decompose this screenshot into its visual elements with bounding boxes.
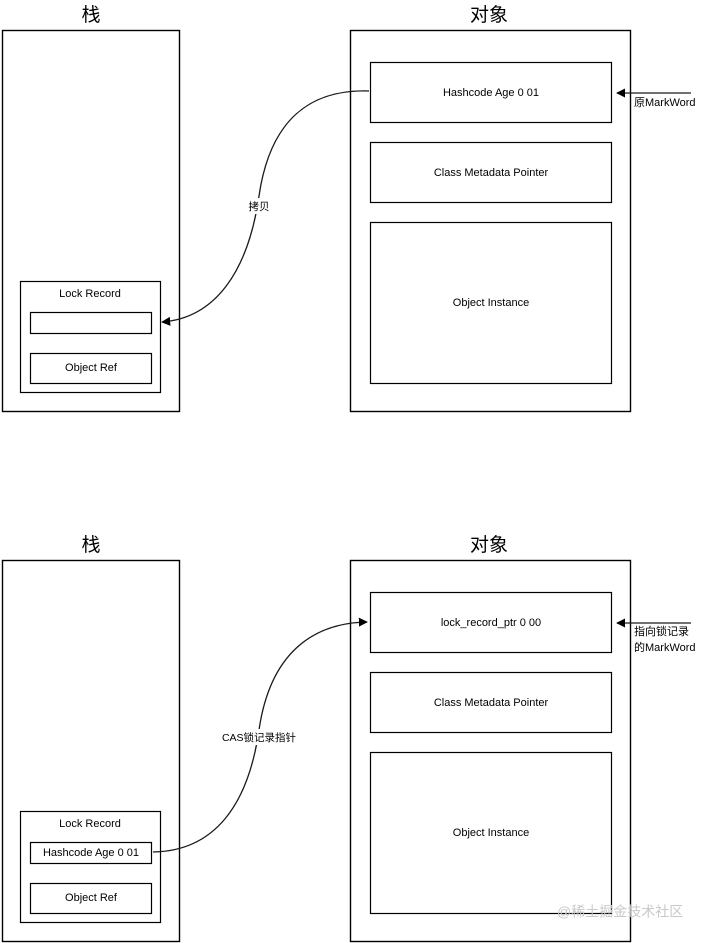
object-ref-label-bottom: Object Ref bbox=[65, 892, 118, 904]
object-ref-box-top bbox=[29, 352, 153, 385]
panel-after-cas: 栈 Lock Record Hashcode Age 0 01 Object R… bbox=[1, 534, 696, 943]
object-ref-label-top: Object Ref bbox=[65, 362, 118, 374]
class-metadata-pointer-box-bottom bbox=[369, 671, 613, 734]
markword-annotation-label-bottom-line1: 指向锁记录 bbox=[634, 624, 689, 638]
object-instance-box-bottom bbox=[369, 751, 613, 915]
lock-record-title-bottom: Lock Record bbox=[59, 818, 121, 830]
object-ref-box-bottom bbox=[29, 882, 153, 915]
markword-value-bottom: lock_record_ptr 0 00 bbox=[441, 617, 541, 629]
displaced-markword-slot-bottom bbox=[29, 841, 153, 865]
object-instance-label-top: Object Instance bbox=[453, 297, 529, 309]
markword-box-bottom bbox=[369, 591, 613, 654]
object-title-top: 对象 bbox=[470, 4, 508, 26]
class-metadata-pointer-label-top: Class Metadata Pointer bbox=[434, 167, 549, 179]
panel-before-cas: 栈 Lock Record Object Ref 对象 Hashcode Age… bbox=[1, 4, 696, 413]
copy-edge-top bbox=[161, 90, 370, 326]
class-metadata-pointer-box-top bbox=[369, 141, 613, 204]
stack-title-top: 栈 bbox=[81, 4, 100, 26]
class-metadata-pointer-label-bottom: Class Metadata Pointer bbox=[434, 697, 549, 709]
lock-record-title-top: Lock Record bbox=[59, 288, 121, 300]
displaced-markword-slot-top bbox=[29, 311, 153, 335]
copy-edge-label-top: 拷贝 bbox=[249, 200, 270, 213]
stack-title-bottom: 栈 bbox=[81, 534, 100, 556]
watermark: @稀土掘金技术社区 bbox=[557, 904, 683, 920]
cas-edge-label-bottom: CAS锁记录指针 bbox=[222, 731, 296, 744]
displaced-markword-value-bottom: Hashcode Age 0 01 bbox=[43, 847, 139, 859]
markword-annotation-label-top: 原MarkWord bbox=[634, 97, 696, 109]
markword-box-top bbox=[369, 61, 613, 124]
object-title-bottom: 对象 bbox=[470, 534, 508, 556]
object-instance-label-bottom: Object Instance bbox=[453, 827, 529, 839]
copy-edge-label-bg-top bbox=[243, 198, 275, 214]
markword-value-top: Hashcode Age 0 01 bbox=[443, 87, 539, 99]
cas-edge-label-bg-bottom bbox=[198, 729, 321, 745]
object-instance-box-top bbox=[369, 221, 613, 385]
markword-annotation-label-bottom-line2: 的MarkWord bbox=[634, 640, 696, 654]
